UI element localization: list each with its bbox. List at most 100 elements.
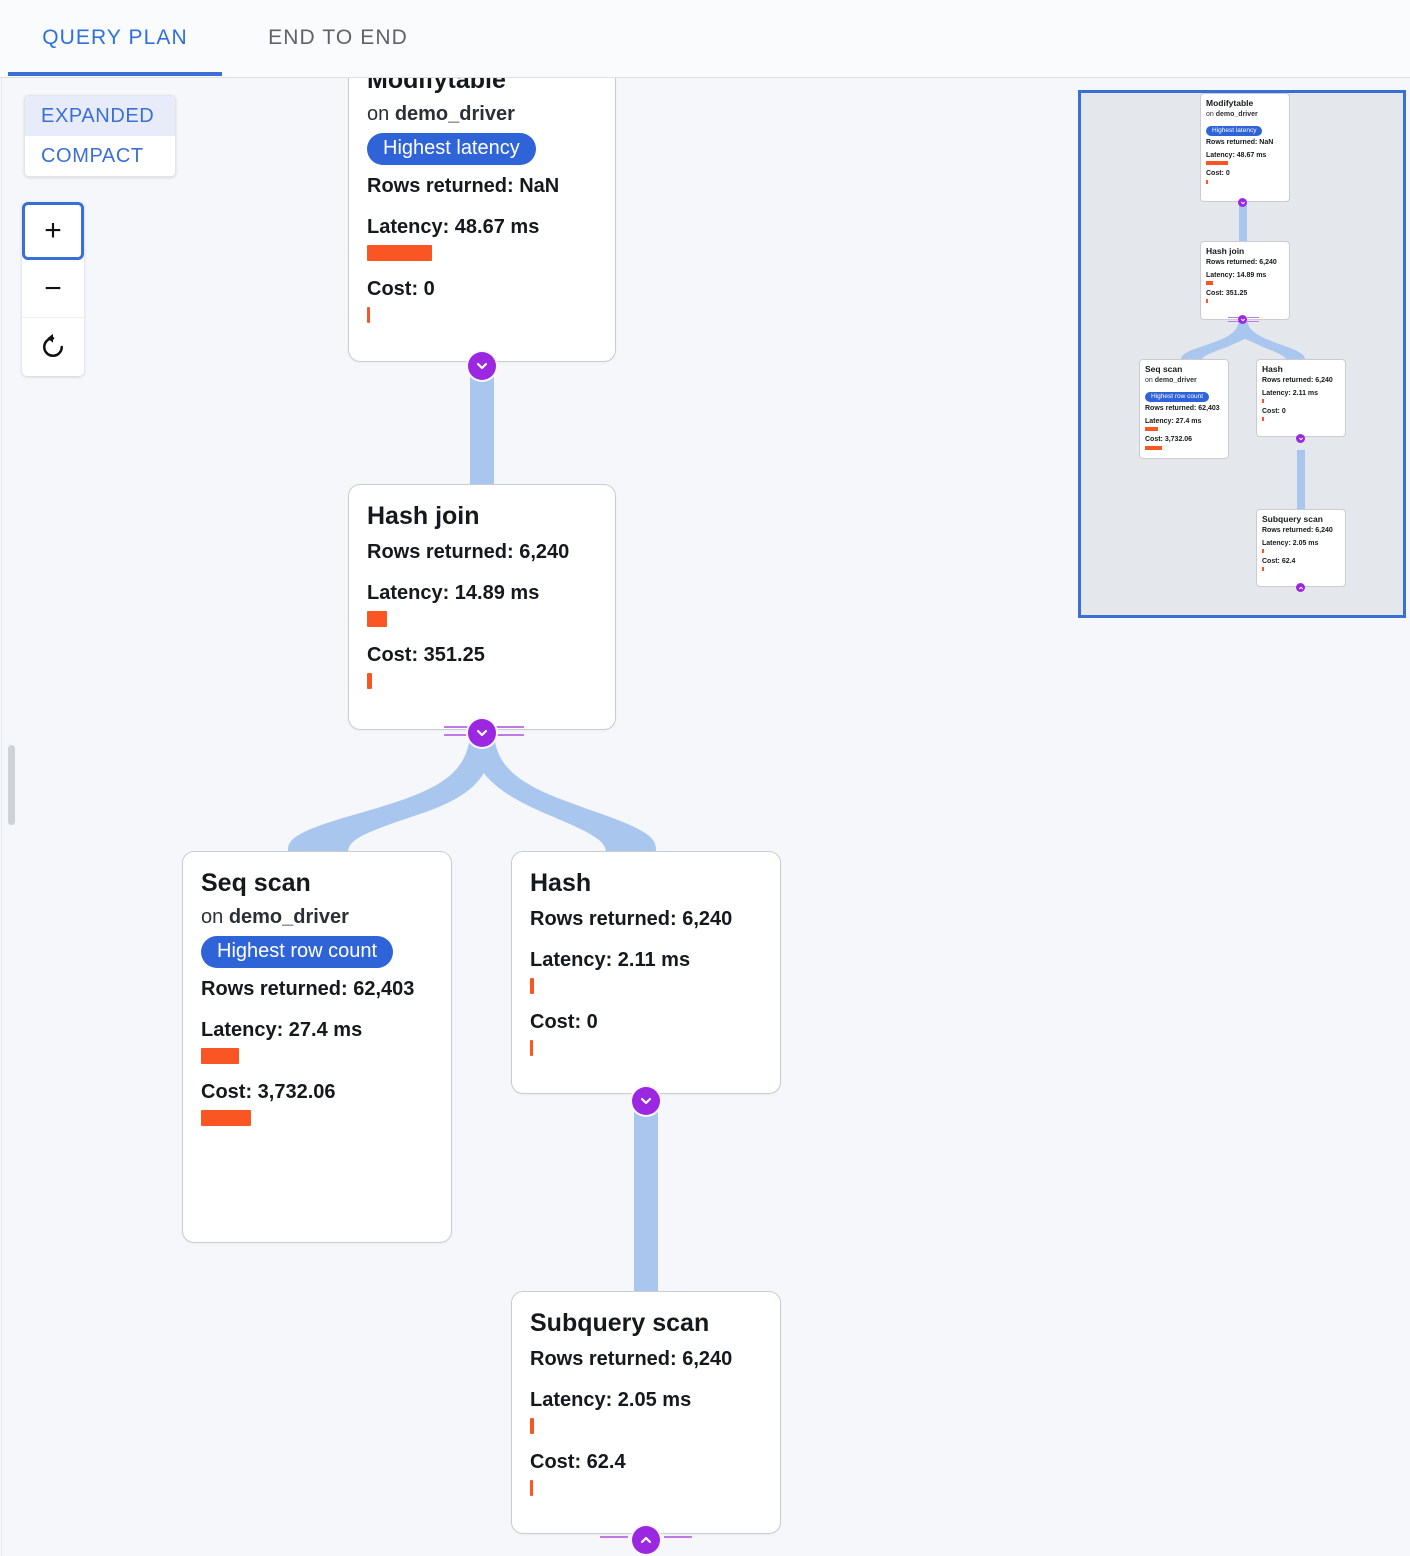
cost-bar <box>530 1040 533 1056</box>
node-latency: Latency: 14.89 ms <box>1206 272 1267 280</box>
node-badge: Highest row count <box>1145 391 1210 403</box>
chevron-down-icon <box>1240 201 1245 204</box>
chevron-down-icon <box>640 1097 652 1105</box>
tab-active-underline <box>8 72 222 76</box>
node-cost: Cost: 62.4 <box>530 1451 626 1473</box>
tab-query-plan[interactable]: QUERY PLAN <box>8 0 222 76</box>
node-badge: Highest latency <box>367 133 536 165</box>
node-title: Subquery scan <box>1262 514 1323 524</box>
minimap-edge-layer <box>1181 203 1305 523</box>
minimap-collapse-toggle-subquery-scan[interactable] <box>1296 583 1305 592</box>
cost-bar <box>201 1110 251 1126</box>
cost-bar <box>367 673 372 689</box>
zoom-out-button[interactable]: − <box>22 260 84 318</box>
split-line-right-bottom <box>492 734 524 736</box>
collapse-toggle-hash-join[interactable] <box>468 719 496 747</box>
latency-bar <box>367 611 387 627</box>
node-relation-name: demo_driver <box>394 103 515 125</box>
node-rows-returned: Rows returned: 62,403 <box>1145 405 1220 413</box>
node-relation-name: demo_driver <box>228 906 349 928</box>
subquery-line-left <box>600 1536 628 1538</box>
chevron-up-icon <box>1298 586 1303 589</box>
latency-bar <box>530 1418 534 1434</box>
minimap-collapse-toggle-hash-join[interactable] <box>1238 315 1247 324</box>
node-cost: Cost: 351.25 <box>1206 290 1248 298</box>
view-mode-toggle[interactable]: EXPANDED COMPACT <box>24 95 176 177</box>
cost-bar <box>530 1480 533 1496</box>
node-rows-returned: Rows returned: 6,240 <box>367 541 570 563</box>
node-title: Subquery scan <box>530 1309 710 1337</box>
tab-end-to-end-label: END TO END <box>268 26 408 49</box>
node-latency: Latency: 2.11 ms <box>530 949 691 971</box>
chevron-down-icon <box>476 729 488 737</box>
latency-bar <box>1206 161 1228 166</box>
chevron-down-icon <box>476 362 488 370</box>
view-mode-compact[interactable]: COMPACT <box>25 136 175 176</box>
node-cost: Cost: 3,732.06 <box>201 1081 336 1103</box>
plan-node-modifytable[interactable]: Modifytable on demo_driver Highest laten… <box>348 78 616 362</box>
node-relation-prefix: on <box>1206 110 1214 118</box>
node-rows-returned: Rows returned: 62,403 <box>201 978 415 1000</box>
zoom-in-button[interactable]: + <box>22 202 84 260</box>
node-relation: on demo_driver <box>1206 110 1284 119</box>
node-rows-returned: Rows returned: 6,240 <box>1206 259 1277 267</box>
plan-canvas[interactable]: EXPANDED COMPACT + − Modifytable on demo… <box>0 78 1410 1556</box>
node-relation-prefix: on <box>201 906 224 928</box>
latency-bar <box>1145 427 1158 432</box>
node-cost: Cost: 0 <box>530 1011 598 1033</box>
node-cost: Cost: 62.4 <box>1262 558 1296 566</box>
minimap-collapse-toggle-modifytable[interactable] <box>1238 198 1247 207</box>
plan-minimap[interactable]: Modifytable on demo_driver Highest laten… <box>1078 90 1406 618</box>
minimap-collapse-toggle-hash[interactable] <box>1296 434 1305 443</box>
minimap-node-modifytable[interactable]: Modifytable on demo_driver Highest laten… <box>1200 93 1290 202</box>
node-title: Hash join <box>367 502 480 530</box>
node-cost: Cost: 0 <box>1206 170 1230 178</box>
node-latency: Latency: 48.67 ms <box>367 216 540 238</box>
minimap-node-hash[interactable]: Hash Rows returned: 6,240 Latency: 2.11 … <box>1256 359 1346 437</box>
node-cost: Cost: 3,732.06 <box>1145 436 1193 444</box>
tab-end-to-end[interactable]: END TO END <box>230 0 446 76</box>
node-latency: Latency: 2.11 ms <box>1262 390 1319 398</box>
node-cost: Cost: 0 <box>1262 408 1286 416</box>
collapse-toggle-hash[interactable] <box>632 1087 660 1115</box>
plan-node-seq-scan[interactable]: Seq scan on demo_driver Highest row coun… <box>182 851 452 1243</box>
zoom-controls[interactable]: + − <box>22 202 84 376</box>
collapse-toggle-modifytable[interactable] <box>468 352 496 380</box>
node-relation-name: demo_driver <box>1154 376 1197 384</box>
tab-bar: QUERY PLAN END TO END <box>0 0 1410 78</box>
minimap-node-hash-join[interactable]: Hash join Rows returned: 6,240 Latency: … <box>1200 241 1290 320</box>
node-latency: Latency: 2.05 ms <box>1262 540 1319 548</box>
vertical-scrollbar-thumb[interactable] <box>8 745 15 825</box>
collapse-toggle-subquery-scan[interactable] <box>632 1526 660 1554</box>
minimap-node-seq-scan[interactable]: Seq scan on demo_driver Highest row coun… <box>1139 359 1229 459</box>
zoom-reset-button[interactable] <box>22 318 84 376</box>
plan-node-hash-join[interactable]: Hash join Rows returned: 6,240 Latency: … <box>348 484 616 730</box>
plan-node-hash[interactable]: Hash Rows returned: 6,240 Latency: 2.11 … <box>511 851 781 1094</box>
node-latency: Latency: 48.67 ms <box>1206 152 1267 160</box>
node-title: Seq scan <box>1145 364 1183 374</box>
latency-bar <box>1262 399 1264 404</box>
plus-icon: + <box>44 214 62 247</box>
node-relation-prefix: on <box>367 103 390 125</box>
cost-bar <box>1262 417 1264 422</box>
node-latency: Latency: 2.05 ms <box>530 1389 692 1411</box>
minimap-node-subquery-scan[interactable]: Subquery scan Rows returned: 6,240 Laten… <box>1256 509 1346 587</box>
latency-bar <box>201 1048 239 1064</box>
node-relation: on demo_driver <box>201 905 433 929</box>
node-rows-returned: Rows returned: NaN <box>1206 139 1274 147</box>
minus-icon: − <box>44 271 62 305</box>
node-badge: Highest row count <box>201 936 394 968</box>
node-title: Seq scan <box>201 869 311 897</box>
cost-bar <box>1206 179 1208 184</box>
node-title: Hash <box>1262 364 1283 374</box>
minimap-split-line-right-top <box>1247 317 1259 318</box>
node-rows-returned: Rows returned: 6,240 <box>530 908 733 930</box>
chevron-down-icon <box>1240 318 1245 321</box>
node-relation-prefix: on <box>1145 376 1153 384</box>
node-badge: Highest latency <box>1206 125 1263 137</box>
split-line-left-top <box>444 726 476 728</box>
view-mode-expanded-label: EXPANDED <box>41 105 155 127</box>
node-relation: on demo_driver <box>367 102 597 126</box>
plan-node-subquery-scan[interactable]: Subquery scan Rows returned: 6,240 Laten… <box>511 1291 781 1534</box>
view-mode-expanded[interactable]: EXPANDED <box>25 96 175 136</box>
